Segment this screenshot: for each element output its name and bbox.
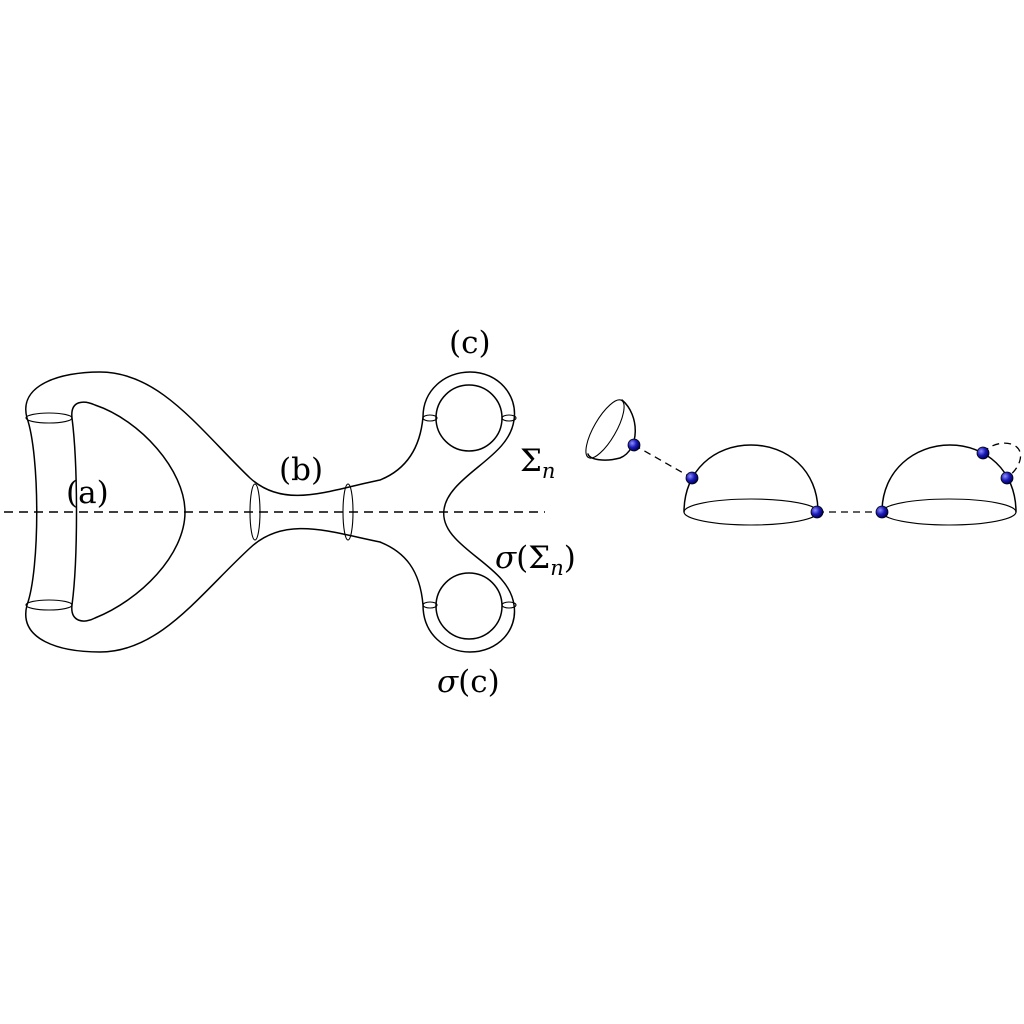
bottom-hole xyxy=(435,572,503,640)
top-hole xyxy=(435,384,503,452)
label-c: (c) xyxy=(449,325,491,361)
neck-c-bottom-right xyxy=(501,601,517,609)
blue-sphere-icon xyxy=(875,505,889,519)
stable-curve xyxy=(585,399,1022,526)
node-markers xyxy=(627,438,1014,519)
neck-c-top-left xyxy=(422,414,438,422)
neck-a-bottom xyxy=(25,599,73,611)
blue-sphere-icon xyxy=(976,446,990,460)
label-b: (b) xyxy=(279,452,323,488)
riemann-surface xyxy=(4,371,545,653)
self-loop xyxy=(982,442,1022,479)
label-a: (a) xyxy=(66,475,109,511)
label-sigma-of-sigma-n: σ(Σn) xyxy=(495,540,576,580)
neck-c-top-right xyxy=(501,414,517,422)
surface-outer-boundary xyxy=(25,371,516,653)
blue-sphere-icon xyxy=(810,505,824,519)
surface-inner-hole xyxy=(71,401,186,622)
middle-hemisphere-arc xyxy=(683,444,819,513)
label-sigma-n: Σn xyxy=(520,443,555,483)
small-hemisphere-arc xyxy=(587,399,636,461)
small-hemisphere-rim xyxy=(585,399,625,459)
right-hemisphere-arc xyxy=(881,444,1017,513)
blue-sphere-icon xyxy=(1000,471,1014,485)
neck-c-bottom-left xyxy=(422,601,438,609)
right-hemisphere-rim xyxy=(881,498,1017,526)
neck-a-top xyxy=(25,412,73,424)
blue-sphere-icon xyxy=(685,471,699,485)
middle-hemisphere-rim xyxy=(683,498,819,526)
connector-1 xyxy=(633,444,693,479)
label-sigma-c: σ(c) xyxy=(437,664,500,700)
blue-sphere-icon xyxy=(627,438,641,452)
